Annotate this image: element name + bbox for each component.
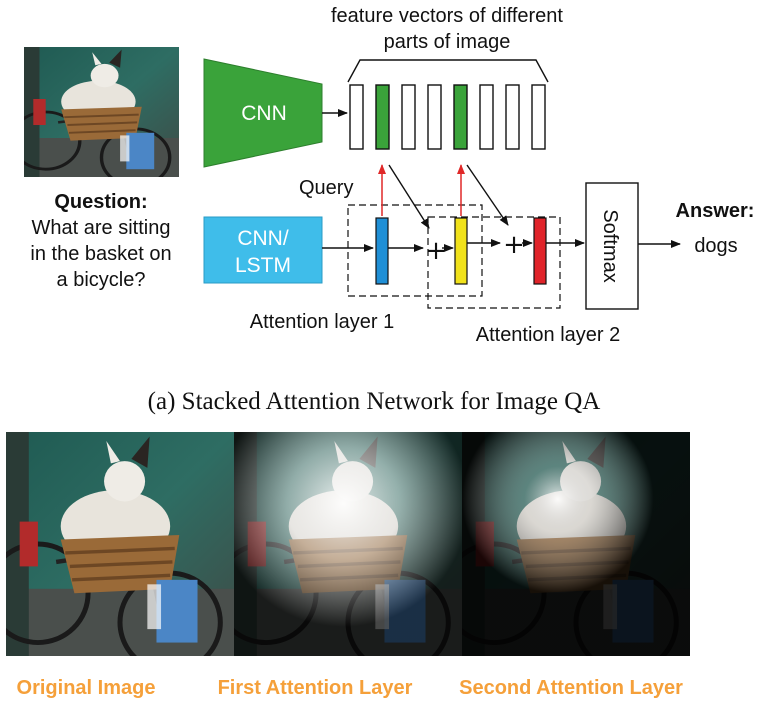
feature-vector <box>349 84 364 150</box>
answer-title: Answer: <box>676 200 755 222</box>
question-line-3: a bicycle? <box>57 269 146 291</box>
attention-layer-1-label: Attention layer 1 <box>250 311 395 333</box>
feature-vector-highlight-2 <box>453 84 468 150</box>
feature-vectors-label-line2: parts of image <box>384 31 511 53</box>
cnn-lstm-block: CNN/ LSTM <box>203 216 323 284</box>
question-title: Question: <box>54 191 147 213</box>
feature-vectors <box>349 84 546 150</box>
feature-vector <box>401 84 416 150</box>
original-image-label: Original Image <box>17 677 156 699</box>
cnn-label: CNN <box>241 102 287 125</box>
feature-bracket <box>347 59 549 83</box>
input-image <box>24 47 179 177</box>
feature-vector <box>479 84 494 150</box>
cnn-lstm-label-line1: CNN/ <box>237 227 288 250</box>
feature-vector <box>427 84 442 150</box>
question-line-1: What are sitting <box>32 217 171 239</box>
query-label: Query <box>299 177 353 199</box>
feature-to-plus-arrow-2 <box>466 164 509 226</box>
attention-vector-1 <box>454 217 468 285</box>
first-attention-image-panel <box>234 432 462 656</box>
plus-sign-1: + <box>425 236 447 266</box>
plus-sign-2: + <box>503 230 525 260</box>
figure-caption: (a) Stacked Attention Network for Image … <box>148 388 601 415</box>
second-attention-layer-label: Second Attention Layer <box>459 677 683 699</box>
first-attention-layer-label: First Attention Layer <box>218 677 413 699</box>
second-attention-image-panel <box>462 432 690 656</box>
attention-vector-2 <box>533 217 547 285</box>
feature-vector <box>531 84 546 150</box>
query-vector <box>375 217 389 285</box>
attention-layer-2-label: Attention layer 2 <box>476 324 621 346</box>
feature-to-plus-arrow-1 <box>388 164 430 229</box>
feature-vector-highlight-1 <box>375 84 390 150</box>
softmax-block: Softmax <box>585 182 639 310</box>
softmax-label: Softmax <box>599 209 621 282</box>
original-image-panel <box>0 432 234 672</box>
cnn-lstm-label-line2: LSTM <box>235 254 291 277</box>
feature-vector <box>505 84 520 150</box>
question-line-2: in the basket on <box>30 243 171 265</box>
feature-vectors-label-line1: feature vectors of different <box>331 5 563 27</box>
cnn-block: CNN <box>203 58 323 168</box>
answer-value: dogs <box>694 235 737 257</box>
attention-layer-2-box <box>427 216 561 309</box>
